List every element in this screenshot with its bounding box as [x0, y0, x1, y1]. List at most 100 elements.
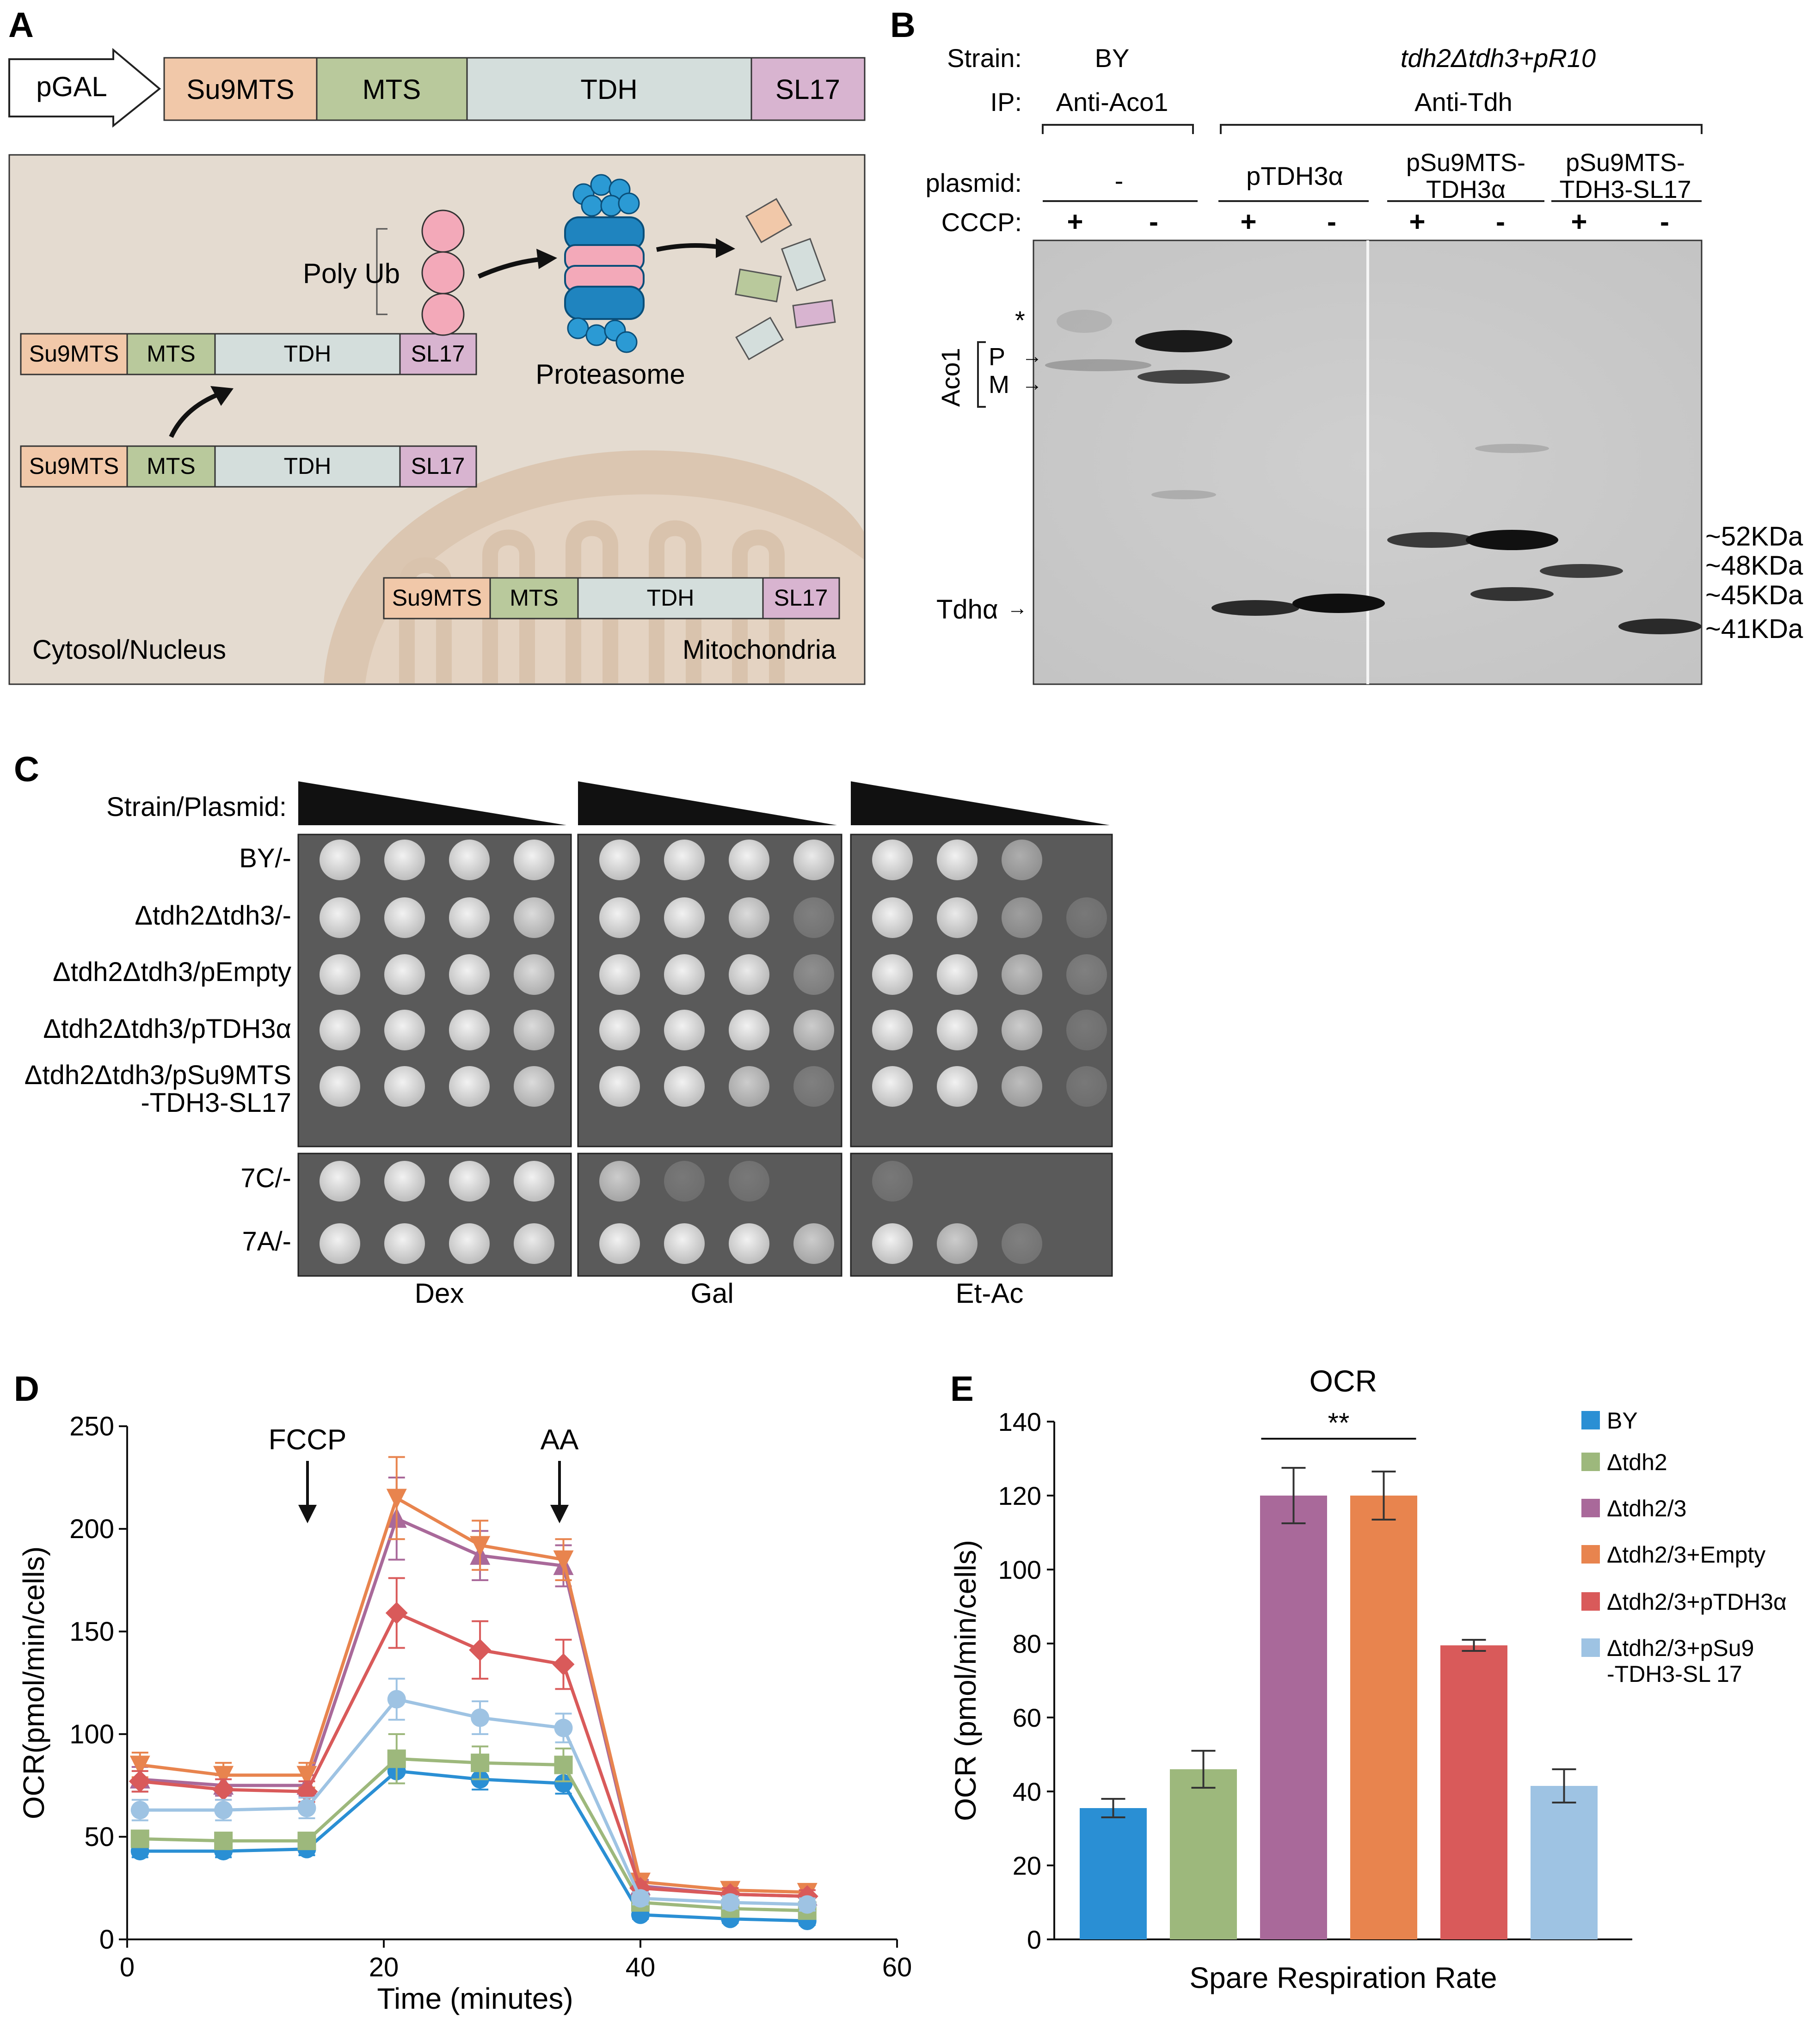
data-point — [471, 1754, 490, 1772]
medium-label: Dex — [415, 1278, 464, 1309]
construct-cytosol-1: Su9MTS MTS TDH SL17 — [20, 333, 477, 375]
data-point — [213, 1766, 234, 1786]
colony-spot — [664, 1223, 705, 1264]
arrow-icon: → — [1022, 345, 1042, 368]
legend-swatch — [1581, 1545, 1600, 1564]
colony-spot — [1066, 897, 1107, 938]
y-tick-label: 250 — [69, 1411, 114, 1441]
promoter-arrow-icon — [8, 48, 161, 128]
colony-spot — [599, 840, 640, 880]
colony-spot — [1002, 1010, 1042, 1050]
colony-spot — [449, 897, 490, 938]
colony-spot — [729, 1223, 769, 1264]
strain-row-label: 7A/- — [242, 1227, 291, 1257]
colony-spot — [384, 897, 425, 938]
colony-spot — [793, 1223, 834, 1264]
series — [130, 1678, 817, 1914]
y-axis-label: OCR(pmol/min/cells) — [17, 1546, 50, 1819]
y-axis-label: OCR (pmol/min/cells) — [949, 1540, 982, 1821]
data-point — [470, 1536, 491, 1557]
data-point — [130, 1801, 149, 1820]
y-tick-label: 20 — [1013, 1851, 1041, 1880]
plasmid-lane: pSu9MTS-TDH3α — [1406, 149, 1525, 203]
arrow-down-icon — [550, 1505, 569, 1523]
colony-spot — [599, 1161, 640, 1202]
cccp-sign: + — [1571, 206, 1587, 237]
size-marker: ~45KDa — [1705, 580, 1803, 610]
series — [129, 1456, 818, 1903]
colony-spot — [514, 897, 554, 938]
colony-spot — [872, 1161, 913, 1202]
data-point — [386, 1489, 407, 1509]
colony-spot — [320, 840, 360, 880]
data-point — [214, 1801, 233, 1820]
colony-spot — [514, 1066, 554, 1107]
legend-swatch — [1581, 1499, 1600, 1517]
colony-spot — [599, 954, 640, 995]
colony-spot — [449, 1066, 490, 1107]
panel-letter: D — [14, 1369, 39, 1409]
colony-spot — [872, 840, 913, 880]
colony-spot — [1066, 954, 1107, 995]
colony-spot — [793, 897, 834, 938]
medium-label: Et-Ac — [956, 1278, 1024, 1309]
domain-su9mts: Su9MTS — [392, 585, 482, 611]
legend-swatch — [1581, 1453, 1600, 1471]
colony-spot — [514, 840, 554, 880]
domain-tdh: TDH — [647, 585, 695, 611]
cccp-sign: + — [1409, 206, 1425, 237]
panel-letter: B — [890, 6, 916, 45]
panel-b: B Strain: IP: plasmid: CCCP: BY tdh2Δtdh… — [890, 6, 1803, 685]
y-tick-label: 150 — [69, 1617, 114, 1647]
strain-row-label: BY/- — [239, 843, 291, 873]
cccp-sign: + — [1067, 206, 1083, 237]
band-p-label: P — [989, 343, 1005, 371]
size-marker: ~48KDa — [1705, 551, 1803, 581]
colony-spot — [729, 954, 769, 995]
plasmid-lane: pSu9MTS-TDH3-SL17 — [1559, 149, 1691, 203]
data-point — [552, 1653, 575, 1676]
data-point — [553, 1550, 574, 1571]
colony-spot — [384, 954, 425, 995]
ip-anti-aco1: Anti-Aco1 — [1056, 87, 1168, 117]
colony-spot — [320, 1010, 360, 1050]
bar — [1440, 1645, 1507, 1939]
colony-spot — [872, 1066, 913, 1107]
colony-spot — [449, 840, 490, 880]
colony-spot — [1002, 897, 1042, 938]
ubiquitination-arrow-icon — [169, 391, 223, 438]
colony-spot — [937, 1010, 978, 1050]
y-tick-label: 40 — [1013, 1777, 1041, 1806]
y-tick-label: 100 — [69, 1719, 114, 1749]
x-tick-label: 60 — [882, 1952, 912, 1982]
promoter-label: pGAL — [36, 71, 107, 102]
domain-su9mts: Su9MTS — [29, 453, 119, 479]
ip-bracket — [1220, 124, 1703, 134]
colony-spot — [384, 840, 425, 880]
plasmid-lane: pTDH3α — [1246, 161, 1343, 190]
y-tick-label: 140 — [998, 1407, 1041, 1436]
colony-spot — [664, 1066, 705, 1107]
data-point — [469, 1638, 492, 1661]
colony-spot — [729, 897, 769, 938]
colony-spot — [514, 1010, 554, 1050]
significance-label: ** — [1328, 1407, 1350, 1438]
series-line — [140, 1697, 807, 1907]
colony-spot — [937, 1223, 978, 1264]
colony-spot — [384, 1223, 425, 1264]
y-tick-label: 100 — [998, 1555, 1041, 1584]
cccp-sign: - — [1327, 206, 1336, 237]
strain-row-label: Δtdh2Δtdh3/pSu9MTS-TDH3-SL17 — [25, 1060, 291, 1118]
y-tick-label: 0 — [99, 1925, 114, 1955]
data-point — [129, 1755, 150, 1776]
data-point — [554, 1755, 573, 1774]
colony-spot — [793, 954, 834, 995]
domain-sl17: SL17 — [774, 585, 828, 611]
colony-spot — [514, 1161, 554, 1202]
colony-spot — [729, 1010, 769, 1050]
plasmid-lane: - — [1115, 166, 1124, 195]
domain-su9mts: Su9MTS — [186, 74, 294, 105]
legend-swatch — [1581, 1592, 1600, 1611]
